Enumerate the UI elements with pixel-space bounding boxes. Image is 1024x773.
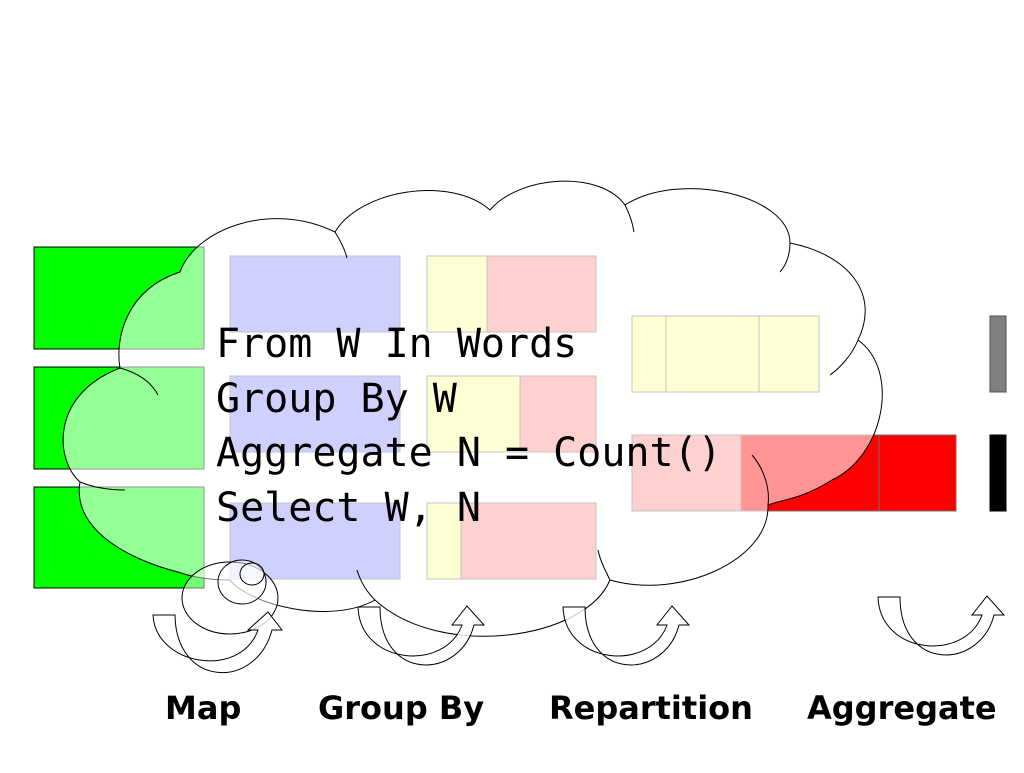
thought-cloud: [62, 180, 883, 637]
cloud-crease-9: [597, 549, 611, 581]
stage-label-map: Map: [165, 689, 242, 727]
query-line-select: Select W, N: [216, 485, 481, 531]
query-line-aggregate: Aggregate N = Count(): [216, 430, 722, 476]
stage-label-group-by: Group By: [318, 689, 485, 727]
thought-bubble-large: [181, 561, 279, 635]
uturn-arrow-icon: [357, 605, 486, 666]
output-bar-black: [989, 434, 1007, 512]
stage-label-repartition: Repartition: [549, 689, 753, 727]
cloud-crease-3: [334, 231, 348, 259]
cloud-crease-1: [119, 367, 159, 396]
uturn-arrow-icon: [877, 595, 1006, 656]
stage-label-aggregate: Aggregate: [807, 689, 997, 727]
query-line-group-by: Group By W: [216, 376, 457, 422]
stage-arrows: [152, 595, 1006, 674]
cloud-crease-5: [779, 242, 791, 273]
cloud-shape: [62, 180, 883, 637]
query-line-from: From W In Words: [216, 321, 578, 367]
cloud-crease-6: [829, 339, 859, 376]
cloud-crease-8: [356, 569, 376, 601]
uturn-arrow-icon: [152, 611, 284, 674]
aggregate-outputs: [989, 315, 1007, 512]
cloud-crease-2: [79, 481, 126, 491]
thought-bubble-medium: [217, 559, 267, 605]
cloud-crease-7: [751, 454, 769, 506]
repart-red-3: [878, 434, 957, 512]
cloud-crease-4: [624, 204, 635, 233]
output-bar-gray: [989, 315, 1007, 393]
thought-bubble-small: [239, 562, 265, 586]
uturn-arrow-icon: [562, 605, 691, 666]
